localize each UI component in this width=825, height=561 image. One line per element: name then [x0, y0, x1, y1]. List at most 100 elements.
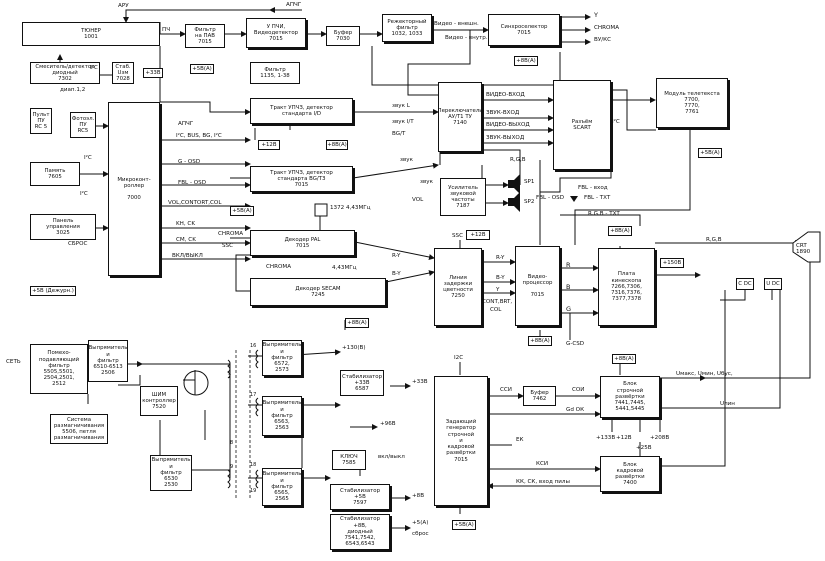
- label-fbl-osd-2: FBL - OSD: [536, 195, 565, 201]
- p8a-badge-4: +8В(А): [608, 226, 632, 236]
- p8a-badge-1: +8В(А): [514, 56, 538, 66]
- label-audioin-scart: ЗВУК-ВХОД: [486, 110, 520, 116]
- label-ksi: КСИ: [536, 461, 549, 467]
- sound-amp-block: Усилитель звуковой частоты 7187: [440, 178, 486, 216]
- label-ssi: ССИ: [500, 387, 512, 393]
- label-sp1: SP1: [524, 179, 535, 185]
- label-kk-saw: КК, СК, вход пилы: [516, 479, 570, 485]
- udc-badge: U DC: [764, 278, 782, 290]
- buffer-hor-block: Буфер 7462: [523, 386, 556, 406]
- p33v-badge: +33В: [143, 68, 163, 78]
- label-sound-l: звук L: [392, 103, 410, 109]
- video-detector-block: У ПЧИ, Видеодетектор 7015: [246, 18, 306, 48]
- label-b: B: [566, 283, 571, 291]
- label-p12-hor: +12В: [616, 435, 632, 441]
- label-videoin-scart: ВИДЕО-ВХОД: [486, 92, 525, 98]
- label-cm-ck: CM, CK: [176, 237, 196, 243]
- horizontal-driver-block: Задающий генератор строчной и кадровой р…: [434, 376, 488, 506]
- label-r: R: [566, 261, 571, 269]
- label-ry-2: R-Y: [496, 255, 505, 261]
- stab-block: Стаб. Uзм 7028: [112, 62, 134, 84]
- label-p133: +133В: [596, 435, 616, 441]
- teletext-block: Модуль телетекста 7700, 7770, 7761: [656, 78, 728, 128]
- label-umax: Uмакс, Uмин, Uбус,: [676, 371, 733, 377]
- label-p33-out: +33В: [412, 379, 428, 385]
- p5b-badge-3: +5В(А): [698, 148, 722, 158]
- degauss-block: Система размагничивания 5506, петля разм…: [50, 414, 108, 444]
- label-g-osd: G - OSD: [178, 159, 201, 165]
- microcontroller-block: Микроконт- роллер 7000: [108, 102, 160, 276]
- av-switch-block: Переключатель АУ/Т1 ТУ 7140: [438, 82, 482, 152]
- sound-if-block-1: Тракт УПЧЗ, детектор стандарта I/D: [250, 98, 353, 124]
- label-sound-it: звук I/T: [392, 119, 414, 125]
- crt-board-block: Плата кинескопа 7266,7306, 7316,7376, 73…: [598, 248, 655, 326]
- label-fbl-in: FBL - вход: [578, 185, 608, 191]
- label-i2c-bus: I²C, BUS, BG, I²C: [176, 133, 222, 139]
- label-audioout-scart: ЗВУК-ВЫХОД: [486, 135, 525, 141]
- p12b-badge: +12В: [466, 230, 490, 240]
- mixer-diode-block: Смеситель/детектор диодный 7302: [30, 62, 100, 84]
- p8a-badge-3: +8В(А): [528, 336, 552, 346]
- label-crt: CRT 1890: [796, 243, 811, 255]
- pwm-controller-block: ШИМ контроллер 7520: [140, 386, 178, 416]
- buffer-block: Буфер 7030: [326, 26, 360, 46]
- label-sp2: SP2: [524, 199, 535, 205]
- pin-19: 19: [250, 488, 257, 494]
- label-by-1: B-Y: [392, 271, 401, 277]
- label-quartz: 1372 4,43МГц: [330, 205, 371, 211]
- stabilizer-8-block: Стабилизатор +8В, диодный 7541,7542, 654…: [330, 514, 390, 550]
- label-sync-out: ВУ/КС: [594, 37, 612, 43]
- label-agc-mcu: АПЧГ: [178, 121, 194, 127]
- label-kn-ck: KH, CK: [176, 221, 196, 227]
- label-vol: VOL: [412, 197, 424, 203]
- label-fbl-osd: FBL - OSD: [178, 180, 207, 186]
- pin-16: 16: [250, 343, 257, 349]
- label-on-off: ВКЛ/ВЫКЛ: [172, 253, 203, 259]
- label-chroma-mid: CHROMA: [266, 264, 292, 270]
- net-filter-block: Помехо- подавляющий фильтр 5505,5501, 25…: [30, 344, 88, 394]
- label-chroma-out: CHROMA: [594, 25, 620, 31]
- label-i2c-3: I²C: [80, 191, 88, 197]
- p8a-badge-2: +8В(А): [345, 318, 369, 328]
- filter-sound-block: Фильтр 1135, 1-38: [250, 62, 300, 84]
- label-apchg: АПЧГ: [286, 2, 302, 8]
- pin-9: 9: [230, 464, 234, 470]
- label-rgb: R,G,B: [706, 237, 722, 243]
- rectifier-filter-block: Выпрямитель и фильтр 6510-6513 2506: [88, 340, 128, 382]
- secam-decoder-block: Декодер SECAM 7245: [250, 278, 386, 306]
- label-i2c-4: I²C: [612, 119, 620, 125]
- sync-selector-block: Синхроселектор 7015: [488, 14, 560, 46]
- rectifier-96-block: Выпрямитель и фильтр 6563, 2563: [262, 396, 302, 436]
- label-ssc: SSC: [452, 233, 464, 239]
- label-reset-out: сброс: [412, 531, 429, 537]
- label-i2c-2: I²C: [84, 155, 92, 161]
- photo-receiver-block: Фотоэл. ПУ RC5: [70, 112, 96, 138]
- scart-block: Разъём SCART: [553, 80, 611, 170]
- label-soi: СОИ: [572, 387, 585, 393]
- label-net: СЕТЬ: [6, 359, 21, 365]
- p5b-badge-2: +5В(А): [230, 206, 254, 216]
- label-rgb-txt: R,G,B - TXT: [588, 211, 620, 217]
- label-i2c-1: I²C: [90, 65, 98, 71]
- label-vol-contrast: VOL,CONTORT,COL: [168, 200, 222, 206]
- stabilizer-5-block: Стабилизатор +5В 7597: [330, 484, 390, 510]
- label-g: G: [566, 305, 572, 313]
- vertical-output-block: Блок кадровой развёртки 7400: [600, 456, 660, 492]
- label-p5-out: +5(А): [412, 520, 429, 526]
- p8b-badge-1: +8В(А): [326, 140, 348, 150]
- label-rgb-switch: R,G,B: [510, 157, 526, 163]
- label-gcsd: G-CSD: [566, 341, 585, 347]
- label-p208: +208В: [650, 435, 670, 441]
- sound-if-block-2: Тракт УПЧЗ, детектор стандарта BG/ТЗ 701…: [250, 166, 353, 192]
- label-col: COL: [490, 307, 502, 313]
- label-fbl-txt: FBL - TXT: [584, 195, 611, 201]
- label-y-out: Y: [594, 11, 598, 19]
- label-video-int: Видео - внутр.: [445, 35, 488, 41]
- label-band: диап.1,2: [60, 87, 86, 93]
- pin-8: 8: [230, 440, 234, 446]
- tuner-block: ТЮНЕР 1001: [22, 22, 160, 46]
- label-video-ext: Видео - внешн.: [434, 21, 479, 27]
- label-gd-ok: Gd ОК: [566, 407, 585, 413]
- label-p25: +25В: [636, 445, 652, 451]
